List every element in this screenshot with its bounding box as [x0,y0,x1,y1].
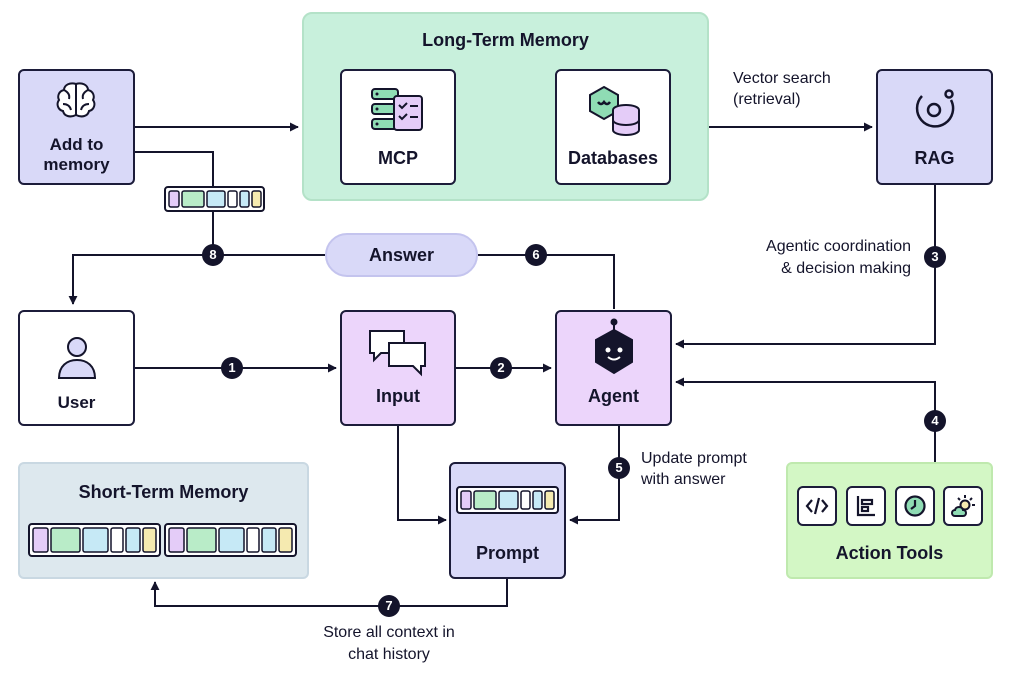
vector-search-line2: (retrieval) [733,91,801,108]
clock-icon [904,495,926,517]
chat-bubbles-icon [369,330,426,377]
short-term-token-strip-b-graphic [164,523,297,557]
add-to-memory-line2: memory [43,155,110,174]
long-term-memory-title: Long-Term Memory [422,30,589,50]
person-icon [57,337,97,379]
step-badge-6: 6 [525,244,547,266]
memory-token-strip [164,186,265,212]
line-add-to-memory-down [135,151,214,186]
step-badge-5: 5 [608,457,630,479]
step-badge-4: 4 [924,410,946,432]
prompt-token-strip [456,486,559,514]
robot-hexagon-icon [595,318,633,375]
update-prompt-line1: Update prompt [641,450,747,467]
arrow-rag-to-agent [675,185,936,349]
step-badge-8: 8 [202,244,224,266]
memory-token-strip-graphic [164,186,265,212]
short-term-memory-title: Short-Term Memory [78,482,249,502]
step-badge-7: 7 [378,595,400,617]
step-badge-2: 2 [490,357,512,379]
input-label: Input [376,386,420,406]
short-term-token-strip-b [164,523,297,557]
step-badge-1: 1 [221,357,243,379]
prompt-box[interactable] [449,462,566,579]
update-prompt-line2: with answer [641,471,726,488]
database-icon [589,85,640,136]
line-agent-to-answer [478,254,615,309]
orbit-icon [915,89,955,128]
agentic-coordination-line2: & decision making [781,260,911,277]
rag-label: RAG [914,148,955,168]
user-label: User [57,393,96,412]
server-checklist-icon [371,88,423,131]
add-to-memory-line1: Add to [49,135,104,154]
databases-label: Databases [567,148,659,168]
arrow-answer-to-user [68,254,325,305]
short-term-token-strip-a [28,523,161,557]
arrow-tools-to-agent [675,377,936,462]
short-term-token-strip-a-graphic [28,523,161,557]
arrow-input-to-prompt [397,426,447,525]
mcp-label: MCP [378,148,418,168]
step-badge-3: 3 [924,246,946,268]
vector-search-line1: Vector search [733,70,831,87]
input-box[interactable] [340,310,456,426]
store-context-line2: chat history [348,646,430,663]
prompt-label: Prompt [476,543,539,563]
agent-label: Agent [588,386,639,406]
arrow-prompt-to-stm [150,579,508,607]
weather-icon [951,495,975,517]
short-term-memory-panel [18,462,309,579]
action-tools-label: Action Tools [835,543,944,563]
store-context-line1: Store all context in [323,624,455,641]
prompt-token-strip-graphic [456,486,559,514]
brain-icon [56,82,96,118]
answer-label: Answer [368,245,435,265]
agentic-coordination-line1: Agentic coordination [766,238,911,255]
chart-icon [856,496,875,517]
code-icon [805,497,829,515]
answer-pill[interactable] [325,233,478,277]
